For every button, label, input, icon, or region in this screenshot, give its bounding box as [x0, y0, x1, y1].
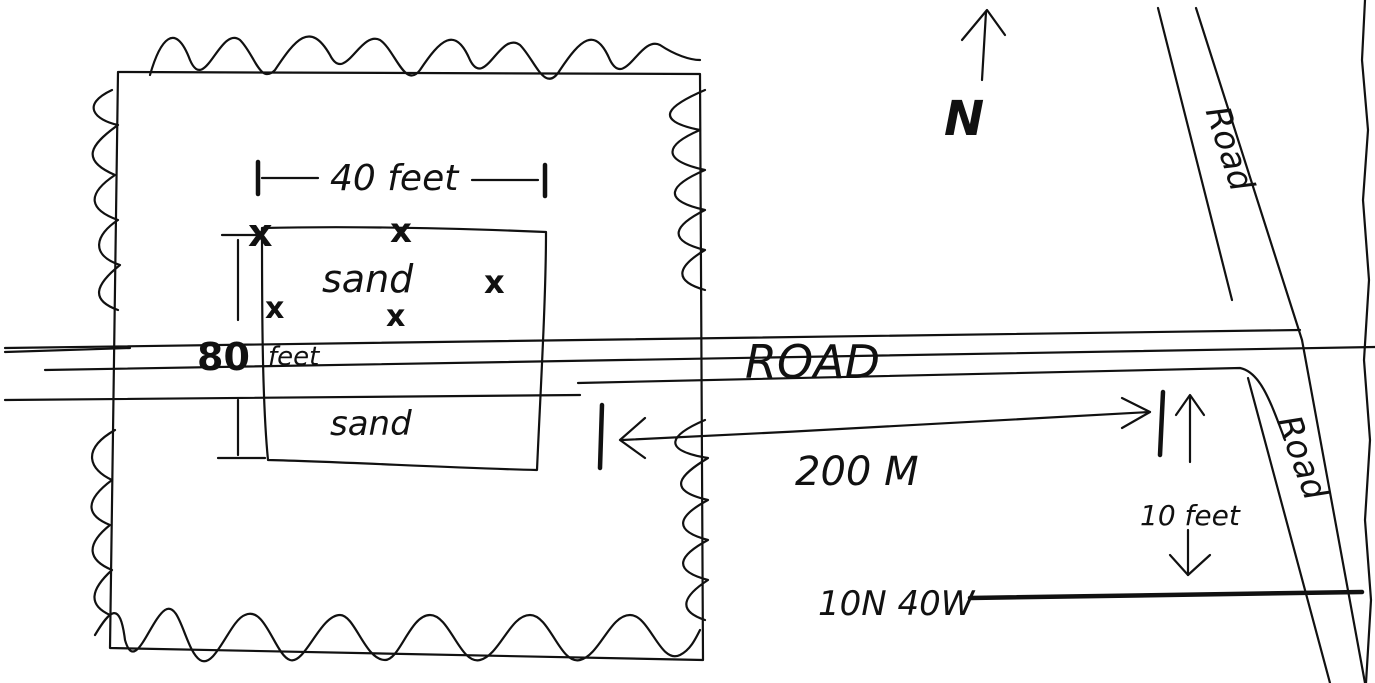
north-label: N: [944, 91, 984, 147]
vegetation-right: [668, 88, 710, 622]
main-road: [3, 328, 1375, 442]
sample-mark: x: [248, 211, 273, 255]
height-label: 80: [197, 335, 250, 379]
offset-label: 10 feet: [1140, 499, 1241, 532]
vegetation-top: [148, 35, 702, 80]
vegetation-bottom: [93, 607, 702, 663]
sand-label-lower: sand: [330, 404, 412, 444]
width-label: 40 feet: [330, 158, 460, 199]
road-label-main: ROAD: [745, 335, 880, 389]
coordinate-label: 10N 40W: [818, 584, 976, 624]
side-road: [1156, 6, 1367, 683]
sample-mark: x: [265, 291, 284, 326]
property-boundary: [108, 70, 705, 662]
sample-mark: x: [484, 263, 505, 301]
height-dimension: [216, 233, 267, 460]
height-unit: feet: [268, 342, 320, 372]
sample-mark: x: [386, 299, 405, 334]
paper-edge: [1360, 0, 1373, 683]
road-label-upper-right: Road: [1197, 101, 1262, 196]
sand-plot: [260, 226, 548, 472]
distance-label: 200 M: [795, 449, 919, 495]
width-dimension: [255, 159, 548, 199]
offset-dimension: [1168, 393, 1212, 577]
vegetation-left: [90, 88, 122, 617]
distance-dimension: [597, 389, 1166, 471]
sample-marks: x x x x x: [248, 211, 505, 334]
sand-label-upper: sand: [322, 257, 414, 301]
coordinate-line: [967, 589, 1365, 601]
north-arrow-icon: [960, 8, 1007, 82]
sample-mark: x: [390, 211, 412, 251]
